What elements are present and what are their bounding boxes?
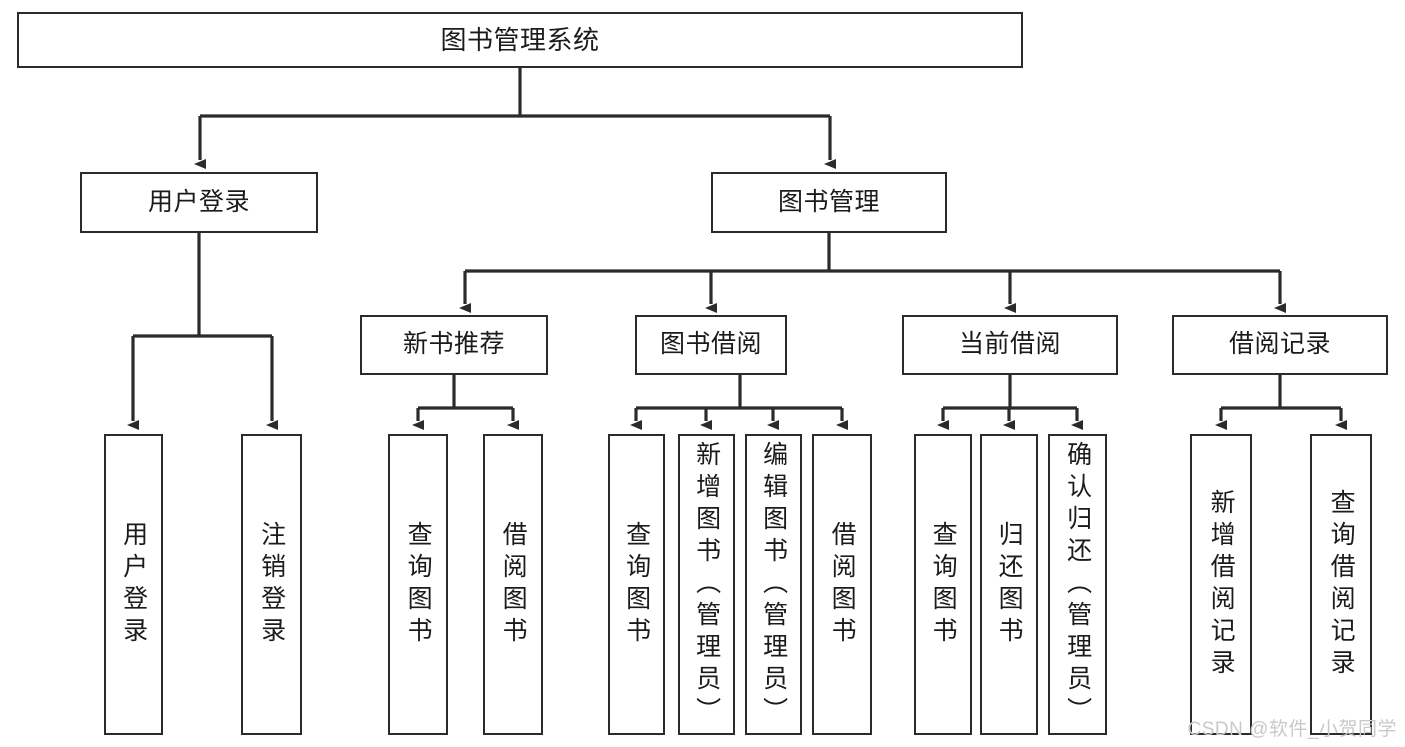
leaf-records-add-record[interactable]: 新增借阅记录 <box>1190 434 1252 735</box>
leaf-user-logout[interactable]: 注销登录 <box>241 434 302 735</box>
node-label: 查询图书 <box>929 520 958 649</box>
leaf-newbook-borrow-books[interactable]: 借阅图书 <box>483 434 543 735</box>
node-root-book-management-system[interactable]: 图书管理系统 <box>17 12 1023 68</box>
node-label: 借阅记录 <box>1228 330 1331 359</box>
watermark-label: CSDN @软件_小贺同学 <box>1187 719 1397 740</box>
node-label: 图书借阅 <box>659 330 762 359</box>
node-label: 确认归还（管理员） <box>1063 440 1092 729</box>
leaf-user-login[interactable]: 用户登录 <box>104 434 163 735</box>
node-user-login[interactable]: 用户登录 <box>80 172 318 233</box>
node-new-book-recommendation[interactable]: 新书推荐 <box>360 315 548 375</box>
node-label: 图书管理 <box>777 187 880 216</box>
node-label: 借阅图书 <box>828 520 857 649</box>
node-label: 归还图书 <box>995 520 1024 649</box>
node-borrowing-records[interactable]: 借阅记录 <box>1172 315 1388 375</box>
node-label: 新书推荐 <box>402 330 505 359</box>
node-label: 查询图书 <box>622 520 651 649</box>
leaf-borrow-query-books[interactable]: 查询图书 <box>608 434 665 735</box>
leaf-borrow-add-book-admin[interactable]: 新增图书（管理员） <box>678 434 735 735</box>
node-label: 当前借阅 <box>958 330 1061 359</box>
node-label: 注销登录 <box>257 520 286 649</box>
leaf-borrow-lend-books[interactable]: 借阅图书 <box>812 434 872 735</box>
leaf-borrow-edit-book-admin[interactable]: 编辑图书（管理员） <box>745 434 802 735</box>
leaf-records-query-record[interactable]: 查询借阅记录 <box>1310 434 1372 735</box>
leaf-current-confirm-return-admin[interactable]: 确认归还（管理员） <box>1048 434 1107 735</box>
leaf-current-query-books[interactable]: 查询图书 <box>914 434 972 735</box>
node-label: 用户登录 <box>119 520 148 649</box>
node-label: 图书管理系统 <box>440 24 600 55</box>
node-label: 编辑图书（管理员） <box>759 440 788 729</box>
leaf-current-return-books[interactable]: 归还图书 <box>980 434 1038 735</box>
node-label: 用户登录 <box>147 187 250 216</box>
node-book-management[interactable]: 图书管理 <box>711 172 947 233</box>
node-book-borrowing[interactable]: 图书借阅 <box>635 315 787 375</box>
node-label: 新增借阅记录 <box>1207 488 1236 681</box>
node-label: 查询图书 <box>404 520 433 649</box>
leaf-newbook-query-books[interactable]: 查询图书 <box>388 434 448 735</box>
node-label: 查询借阅记录 <box>1327 488 1356 681</box>
node-current-borrowing[interactable]: 当前借阅 <box>902 315 1118 375</box>
node-label: 借阅图书 <box>499 520 528 649</box>
node-label: 新增图书（管理员） <box>692 440 721 729</box>
